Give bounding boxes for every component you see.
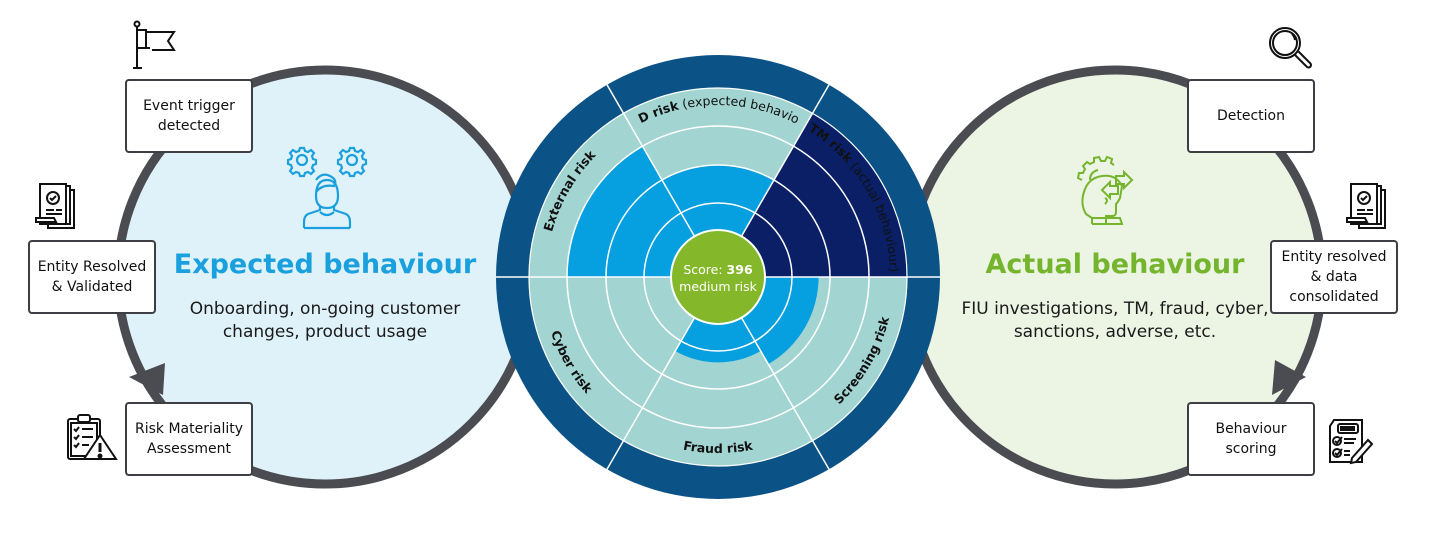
step-label: consolidated — [1289, 289, 1379, 305]
approved-documents-icon — [35, 183, 75, 229]
sector-fill-screening-risk — [741, 277, 819, 365]
clipboard-warning-icon — [67, 414, 118, 460]
expected-behaviour-description: Onboarding, on-going customer changes, p… — [160, 298, 490, 344]
step-detection: Detection — [1187, 79, 1315, 153]
step-event-trigger: Event trigger detected — [125, 79, 253, 153]
step-label: & data — [1310, 269, 1358, 285]
description-line: changes, product usage — [222, 322, 428, 342]
cycle-arrow-right — [1272, 360, 1306, 395]
sector-divider — [740, 84, 830, 237]
step-entity-resolved: Entity Resolved & Validated — [28, 240, 156, 314]
description-line: sanctions, adverse, etc. — [1013, 322, 1217, 342]
sector-fill-fraud-risk — [675, 317, 761, 363]
actual-behaviour-description: FIU investigations, TM, fraud, cyber, sa… — [935, 298, 1295, 344]
sector-name: Fraud risk — [682, 438, 754, 456]
flag-icon — [133, 20, 176, 69]
step-label: & Validated — [51, 279, 133, 295]
description-line: Onboarding, on-going customer — [189, 299, 461, 319]
sector-fill-cdd-risk — [662, 165, 774, 237]
description-line: FIU investigations, TM, fraud, cyber, — [961, 299, 1269, 319]
step-label: Event trigger — [143, 98, 235, 114]
step-behaviour-scoring: Behaviour scoring — [1187, 402, 1315, 476]
step-label: Detection — [1216, 108, 1285, 124]
step-label: Entity Resolved — [37, 259, 147, 275]
sector-label-text: Fraud risk — [682, 438, 754, 456]
magnifier-icon — [1269, 27, 1312, 69]
step-label: scoring — [1225, 441, 1277, 457]
sector-fill-external-risk — [567, 146, 695, 277]
actual-behaviour-title: Actual behaviour — [985, 249, 1245, 280]
cycle-arrow-left — [129, 363, 165, 395]
score-label: Score: — [683, 262, 726, 277]
step-label: Risk Materiality — [134, 421, 243, 437]
scoring-sheet-icon — [1329, 419, 1374, 465]
score-core — [670, 229, 766, 325]
step-entity-consolidated: Entity resolved & data consolidated — [1270, 240, 1398, 314]
score-text: Score: 396 — [683, 262, 753, 277]
person-gears-icon — [286, 146, 368, 230]
approved-documents-icon — [1346, 183, 1386, 229]
score-value: 396 — [727, 262, 753, 277]
sector-divider — [606, 84, 696, 237]
step-label: Assessment — [147, 441, 231, 457]
step-label: Behaviour — [1215, 421, 1287, 437]
sector-divider — [606, 317, 696, 470]
sector-fill-tm-risk — [741, 113, 907, 277]
head-gear-arrows-icon — [1076, 155, 1134, 225]
step-label: Entity resolved — [1281, 249, 1387, 265]
expected-behaviour-title: Expected behaviour — [173, 249, 477, 280]
sector-label-fraud-risk: Fraud risk — [682, 438, 754, 456]
sector-divider — [740, 317, 830, 470]
score-level: medium risk — [679, 279, 757, 294]
step-label: detected — [157, 118, 221, 134]
